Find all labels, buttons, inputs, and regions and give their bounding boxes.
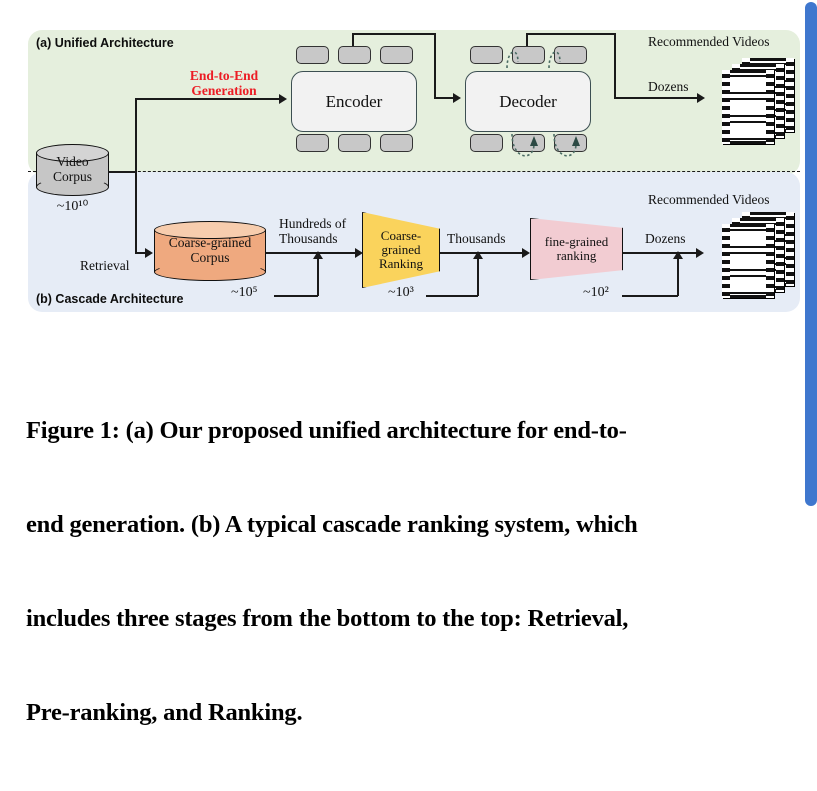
decoder-routing-top xyxy=(526,33,616,35)
fine-ranking-scale-riser xyxy=(677,258,679,296)
fine-ranking-scale-line xyxy=(622,295,678,297)
decoder-input-token-3 xyxy=(554,46,587,64)
decoder-autoregressive-arrows xyxy=(506,51,580,157)
coarse-to-fine-arrow xyxy=(522,248,530,258)
figure-1-diagram: (a) Unified Architecture (b) Cascade Arc… xyxy=(0,0,805,345)
coarse-to-fine-line xyxy=(440,252,526,254)
cascade-dozens-label: Dozens xyxy=(645,231,686,246)
unified-to-encoder-arrow xyxy=(279,94,287,104)
encoder-output-token-2 xyxy=(338,134,371,152)
encoder-routing-down xyxy=(434,33,436,98)
fine-grained-ranking-block: fine-grained ranking xyxy=(530,218,623,280)
unified-architecture-label: (a) Unified Architecture xyxy=(36,36,174,50)
cascade-architecture-label: (b) Cascade Architecture xyxy=(36,292,184,306)
vertical-scrollbar-track[interactable] xyxy=(800,0,817,508)
coarse-corpus-scale: ~10⁵ xyxy=(231,285,258,300)
encoder-to-decoder-arrow xyxy=(453,93,461,103)
decoder-output-token-1 xyxy=(470,134,503,152)
decoder-input-token-2 xyxy=(512,46,545,64)
coarse-grained-corpus-label: Coarse-grained Corpus xyxy=(168,235,252,265)
encoder-output-token-3 xyxy=(380,134,413,152)
cascade-recommended-videos-label: Recommended Videos xyxy=(648,192,770,207)
encoder-input-token-3 xyxy=(380,46,413,64)
encoder-input-token-1 xyxy=(296,46,329,64)
decoder-to-output-arrow xyxy=(697,93,705,103)
coarse-corpus-scale-line xyxy=(274,295,318,297)
coarse-ranking-scale: ~10³ xyxy=(388,285,414,300)
corpus-to-coarse-ranking-line xyxy=(266,252,358,254)
coarse-grained-corpus-cylinder: Coarse-grained Corpus xyxy=(154,221,266,281)
coarse-corpus-scale-arrow xyxy=(313,251,323,259)
decoder-output-token-3 xyxy=(554,134,587,152)
video-corpus-cylinder: Video Corpus xyxy=(36,144,109,196)
coarse-corpus-scale-riser xyxy=(317,258,319,296)
decoder-to-output-line xyxy=(614,97,699,99)
caption-line-3: includes three stages from the bottom to… xyxy=(26,604,629,632)
caption-line-1: Figure 1: (a) Our proposed unified archi… xyxy=(26,416,627,444)
decoder-input-token-1 xyxy=(470,46,503,64)
panel-divider xyxy=(28,171,800,172)
coarse-ranking-scale-riser xyxy=(477,258,479,296)
coarse-ranking-scale-arrow xyxy=(473,251,483,259)
encoder-to-decoder-line xyxy=(434,97,455,99)
encoder-input-token-2 xyxy=(338,46,371,64)
coarse-ranking-scale-line xyxy=(426,295,478,297)
encoder-block: Encoder xyxy=(291,71,417,132)
corpus-to-coarse-ranking-arrow xyxy=(355,248,363,258)
encoder-output-token-1 xyxy=(296,134,329,152)
retrieval-label: Retrieval xyxy=(80,258,130,273)
unified-dozens-label: Dozens xyxy=(648,79,689,94)
encoder-routing-up xyxy=(352,33,354,46)
fine-ranking-scale-arrow xyxy=(673,251,683,259)
decoder-routing-down xyxy=(614,33,616,98)
decoder-output-token-2 xyxy=(512,134,545,152)
unified-recommended-videos-icon xyxy=(718,58,798,150)
unified-riser-line xyxy=(135,98,137,171)
vertical-scrollbar-thumb[interactable] xyxy=(805,2,817,506)
fine-to-output-arrow xyxy=(696,248,704,258)
fine-ranking-scale: ~10² xyxy=(583,285,609,300)
decoder-routing-up xyxy=(526,33,528,46)
retrieval-down-line xyxy=(135,171,137,253)
figure-caption: Figure 1: (a) Our proposed unified archi… xyxy=(26,352,817,791)
unified-recommended-videos-label: Recommended Videos xyxy=(648,34,770,49)
caption-line-2: end generation. (b) A typical cascade ra… xyxy=(26,510,638,538)
decoder-block: Decoder xyxy=(465,71,591,132)
retrieval-arrow xyxy=(145,248,153,258)
hundreds-of-thousands-label: Hundreds of Thousands xyxy=(279,216,347,247)
video-corpus-label: Video Corpus xyxy=(52,154,92,184)
cascade-recommended-videos-icon xyxy=(718,212,798,304)
video-corpus-scale: ~10¹⁰ xyxy=(56,199,89,214)
corpus-exit-line xyxy=(108,171,137,173)
unified-to-encoder-line xyxy=(135,98,281,100)
fine-to-output-line xyxy=(623,252,699,254)
end-to-end-generation-label: End-to-End Generation xyxy=(189,68,259,99)
thousands-label: Thousands xyxy=(447,231,506,246)
encoder-routing-top xyxy=(352,33,436,35)
page-root: (a) Unified Architecture (b) Cascade Arc… xyxy=(0,0,817,726)
caption-line-4: Pre-ranking, and Ranking. xyxy=(26,698,303,726)
retrieval-line xyxy=(135,252,147,254)
